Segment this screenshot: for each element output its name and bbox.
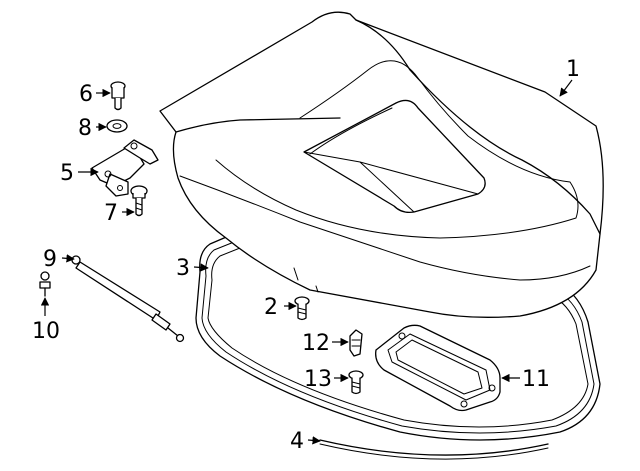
callout-13: 13 xyxy=(304,367,332,392)
callout-5: 5 xyxy=(60,161,74,186)
hood-panel xyxy=(159,11,604,318)
callout-4: 4 xyxy=(290,429,304,454)
bolt-6 xyxy=(110,81,126,111)
lower-seal-strip xyxy=(319,439,549,460)
weatherstrip-seal xyxy=(195,231,601,441)
callout-3: 3 xyxy=(176,256,190,281)
bolt-7 xyxy=(130,185,148,217)
callout-9: 9 xyxy=(43,247,57,272)
callout-6: 6 xyxy=(79,82,93,107)
callout-7: 7 xyxy=(104,201,118,226)
hood-hinge xyxy=(91,139,159,197)
callout-2: 2 xyxy=(264,295,278,320)
callout-10: 10 xyxy=(32,319,60,344)
washer xyxy=(106,119,128,133)
callout-8: 8 xyxy=(78,116,92,141)
callout-labels: 1 2 3 4 5 6 7 8 9 10 11 12 13 xyxy=(32,57,580,454)
retaining-clip xyxy=(349,329,363,357)
callout-11: 11 xyxy=(522,367,550,392)
leader-lines xyxy=(40,79,573,445)
callout-12: 12 xyxy=(302,331,330,356)
callout-1: 1 xyxy=(566,57,580,82)
bolt-13 xyxy=(348,370,364,395)
lift-support-strut xyxy=(71,255,185,343)
ball-stud xyxy=(39,271,51,297)
bolt-2 xyxy=(294,296,310,321)
access-cover-panel xyxy=(375,324,501,412)
